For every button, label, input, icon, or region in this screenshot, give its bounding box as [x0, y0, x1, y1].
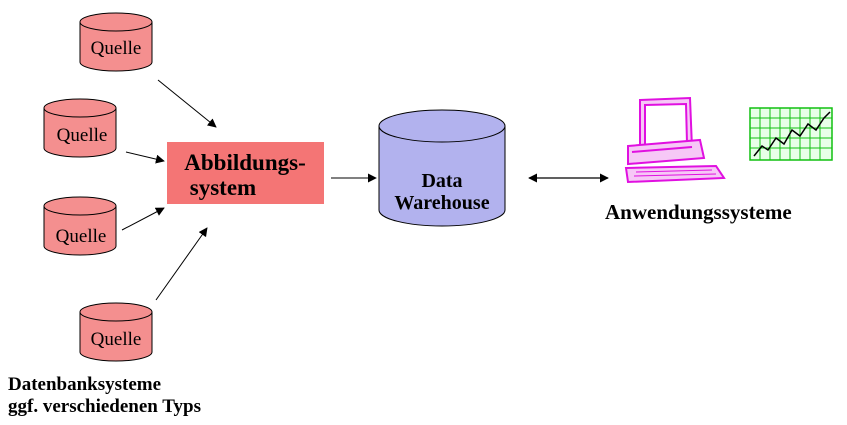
arrow-source4-to-mapping [155, 227, 208, 301]
source-label: Quelle [57, 125, 108, 146]
arrow-source2-to-mapping [125, 151, 165, 164]
mapping-system-line1: Abbildungs- [184, 150, 305, 175]
sources-caption-line2: ggf. verschiedenen Typs [8, 396, 201, 417]
source-db-4: Quelle [79, 302, 153, 362]
warehouse-line2: Warehouse [394, 192, 489, 214]
applications-caption: Anwendungssysteme [605, 200, 792, 224]
source-db-2: Quelle [43, 98, 117, 158]
source-label: Quelle [91, 329, 142, 350]
warehouse-line1: Data [421, 170, 462, 192]
arrow-source1-to-mapping [157, 79, 217, 128]
computer-icon [624, 96, 726, 184]
sources-caption: Datenbanksysteme ggf. verschiedenen Typs [8, 374, 201, 418]
mapping-system-box: Abbildungs- system [167, 142, 324, 204]
sources-caption-line1: Datenbanksysteme [8, 374, 162, 395]
source-label: Quelle [91, 38, 142, 59]
source-label: Quelle [56, 226, 107, 247]
arrow-source3-to-mapping [121, 207, 165, 231]
source-db-1: Quelle [79, 12, 153, 72]
data-warehouse-cylinder: Data Warehouse [378, 109, 506, 227]
line-chart-icon [749, 107, 833, 161]
mapping-system-line2: system [190, 175, 256, 200]
source-db-3: Quelle [43, 196, 117, 256]
